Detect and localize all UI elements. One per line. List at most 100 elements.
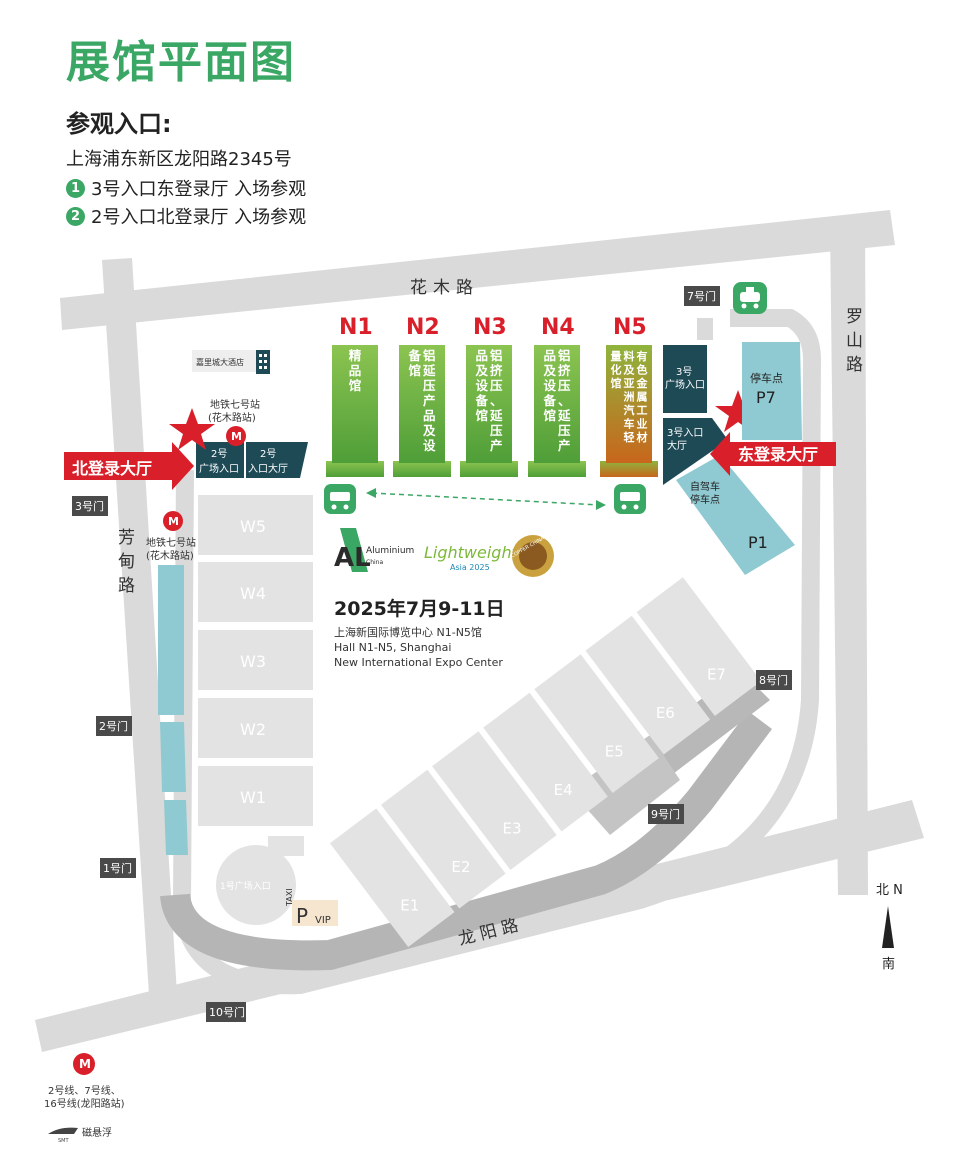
gate-box: [72, 496, 108, 516]
north-lobby-arrow[interactable]: [64, 442, 194, 490]
hall-e6[interactable]: [585, 615, 711, 755]
plaza3-label-b: 广场入口: [665, 378, 705, 391]
east-halls: E1 E2 E3 E4 E5 E6 E7: [329, 577, 762, 948]
hall-e1-label: E1: [400, 897, 419, 915]
gate-box: [756, 670, 792, 690]
lobby2[interactable]: [246, 442, 308, 478]
hall-id: N5: [613, 315, 647, 340]
road-label-char: 路: [846, 355, 863, 375]
road-label-luoshan-vertical: 罗山路: [846, 307, 863, 375]
hall-e5[interactable]: [534, 654, 659, 793]
taxi-label: TAXI: [285, 888, 294, 907]
hall-e2[interactable]: [381, 769, 506, 909]
gate-2[interactable]: 2号门: [96, 716, 132, 736]
compass-arrow-icon: [882, 906, 894, 948]
gate-label: 2号门: [99, 719, 128, 733]
hall-id: N4: [541, 315, 575, 340]
maglev-icon: SMT: [48, 1127, 78, 1144]
hall-e4[interactable]: [483, 692, 608, 832]
east-lobby-label: 东登录大厅: [738, 445, 818, 464]
hall-base: [528, 461, 586, 477]
hall-base: [460, 461, 518, 477]
gate-label: 7号门: [687, 289, 716, 303]
metro-longyang-b: 16号线(龙阳路站): [44, 1097, 125, 1110]
gate-label: 1号门: [103, 861, 132, 875]
entry-heading: 参观入口:: [66, 110, 172, 138]
svg-text:M: M: [79, 1057, 91, 1071]
hall-e4-label: E4: [554, 781, 573, 799]
hall-w1[interactable]: [198, 766, 313, 826]
hall-desc-column: 精品馆: [349, 348, 362, 393]
logo-al-sub: China: [366, 559, 383, 566]
gate-3[interactable]: 3号门: [72, 496, 108, 516]
shuttle-bus-icon: [324, 484, 356, 514]
lobby3[interactable]: [663, 418, 728, 485]
plaza1-circle[interactable]: [216, 845, 296, 925]
lobby2-label-a: 2号: [260, 448, 276, 460]
shuttle-route: [371, 492, 601, 506]
hall-w4-label: W4: [240, 584, 266, 603]
plaza3-entrance[interactable]: [663, 345, 707, 413]
hall-w3[interactable]: [198, 630, 313, 690]
parking-p7-code: P7: [756, 388, 776, 407]
hall-body: [606, 345, 652, 463]
maglev-track: [160, 711, 772, 971]
gate-8[interactable]: 8号门: [756, 670, 792, 690]
entry-item-text: 3号入口东登录厅 入场参观: [91, 179, 307, 200]
gate-7[interactable]: 7号门: [684, 286, 720, 306]
vip-parking-vip: VIP: [315, 915, 331, 926]
hall-body: [534, 345, 580, 463]
hall-base: [600, 461, 658, 477]
entry-number-badge: 1: [66, 178, 85, 198]
road-label-char: 路: [118, 576, 135, 596]
road-label-huamu: 花木路: [410, 278, 479, 298]
metro-icon: M: [73, 1053, 95, 1075]
gate-box: [96, 716, 132, 736]
hall-id: N3: [473, 315, 507, 340]
east-lobby-arrow[interactable]: [710, 432, 836, 476]
gate-box: [206, 1002, 246, 1022]
event-venue-en1: Hall N1-N5, Shanghai: [334, 641, 451, 654]
plaza2-label-b: 广场入口: [199, 462, 239, 475]
parking-p7[interactable]: [742, 342, 802, 440]
gate-label: 10号门: [209, 1005, 245, 1019]
hall-w5[interactable]: [198, 495, 313, 555]
parking-p1-code: P1: [748, 533, 768, 552]
road-label-char: 芳: [118, 528, 135, 548]
hall-e2-label: E2: [451, 858, 470, 876]
hall-body: [466, 345, 512, 463]
hall-desc-column: 品及设备馆: [475, 348, 489, 423]
hotel-windows: [259, 354, 267, 369]
hall-desc-column: 料及亚洲汽车轻: [624, 349, 636, 444]
logo-lightweight-sub: Asia 2025: [450, 563, 490, 572]
gate-box: [648, 804, 684, 824]
hall-w4[interactable]: [198, 562, 313, 622]
hall-e7[interactable]: [636, 577, 762, 716]
gate-10[interactable]: 10号门: [206, 1002, 246, 1022]
event-venue-cn: 上海新国际博览中心 N1-N5馆: [334, 625, 482, 639]
hall-w1-label: W1: [240, 788, 266, 807]
gate-box: [100, 858, 136, 878]
parking-p1[interactable]: [676, 455, 795, 575]
gate-1[interactable]: 1号门: [100, 858, 136, 878]
hall-w3-label: W3: [240, 652, 266, 671]
plaza1-label: 1号广场入口: [220, 880, 271, 892]
metro-a-label: 地铁七号站: [210, 398, 260, 411]
selfdrive-b: 停车点: [690, 493, 720, 506]
star-north-entrance: [169, 408, 215, 450]
smt-label: SMT: [58, 1138, 69, 1144]
vip-parking[interactable]: [292, 900, 338, 926]
shuttle-arrow-left: [366, 488, 376, 498]
hall-e3[interactable]: [432, 731, 557, 871]
hall-w2[interactable]: [198, 698, 313, 758]
hall-e7-label: E7: [707, 666, 726, 684]
gate-box: [684, 286, 720, 306]
hall-e1[interactable]: [329, 808, 455, 948]
gate-9[interactable]: 9号门: [648, 804, 684, 824]
